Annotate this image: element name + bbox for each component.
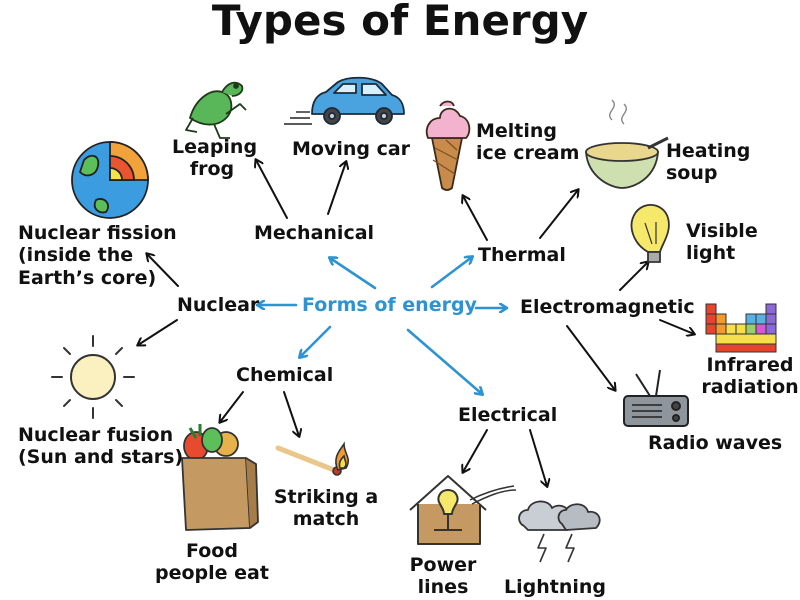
light-bulb-icon (630, 204, 670, 263)
arrow-to-food (220, 391, 244, 422)
house-bulb-icon (409, 475, 517, 545)
arrow-to-melting-ice-cream (463, 196, 488, 241)
arrow-to-striking-match (283, 391, 299, 436)
arrow-to-moving-car (327, 162, 346, 215)
arrow-to-chemical (300, 325, 332, 357)
soup-bowl-icon (585, 99, 669, 189)
example-food: Food people eat (155, 540, 269, 585)
arrow-to-infrared (659, 319, 694, 334)
example-heating-soup: Heating soup (666, 140, 751, 185)
example-nuclear-fusion: Nuclear fusion (Sun and stars) (18, 424, 184, 469)
arrow-to-heating-soup (539, 190, 578, 239)
arrow-to-thermal (430, 257, 472, 289)
example-visible-light: Visible light (686, 220, 758, 265)
match-icon (275, 441, 350, 476)
example-power-lines: Power lines (409, 554, 477, 599)
arrow-to-lightning (529, 429, 547, 486)
arrow-to-visible-light (619, 262, 648, 291)
sun-icon (51, 335, 135, 419)
arrow-to-nuclear-fission (147, 254, 179, 287)
storm-cloud-icon (518, 500, 601, 563)
example-lightning: Lightning (504, 576, 606, 598)
category-thermal: Thermal (478, 244, 566, 266)
category-electrical: Electrical (458, 404, 558, 426)
example-moving-car: Moving car (292, 138, 411, 160)
example-striking-match: Striking a match (273, 486, 379, 531)
page-title: Types of Energy (211, 0, 589, 45)
arrow-to-nuclear-fusion (138, 319, 178, 345)
frog-icon (185, 81, 247, 139)
periodic-table-icon (705, 303, 777, 353)
car-icon (284, 76, 405, 125)
category-nuclear: Nuclear (177, 294, 260, 316)
ice-cream-icon (425, 100, 471, 191)
radio-icon (623, 369, 689, 427)
example-melting-ice-cream: Melting ice cream (476, 120, 580, 165)
category-electromagnetic: Electromagnetic (520, 296, 695, 318)
center-label: Forms of energy (302, 294, 477, 316)
category-mechanical: Mechanical (254, 222, 375, 244)
example-leaping-frog: Leaping frog (172, 136, 258, 181)
arrow-to-electrical (406, 328, 482, 394)
earth-core-icon (71, 141, 149, 219)
example-infrared-radiation: Infrared radiation (701, 354, 799, 399)
arrow-to-radio-waves (566, 325, 615, 390)
arrow-to-mechanical (330, 258, 377, 290)
category-chemical: Chemical (236, 364, 334, 386)
example-radio-waves: Radio waves (648, 432, 783, 454)
example-nuclear-fission: Nuclear fission (inside the Earth’s core… (18, 222, 177, 289)
arrow-to-power-lines (463, 429, 488, 472)
grocery-bag-icon (181, 424, 259, 531)
arrow-to-leaping-frog (256, 160, 288, 219)
